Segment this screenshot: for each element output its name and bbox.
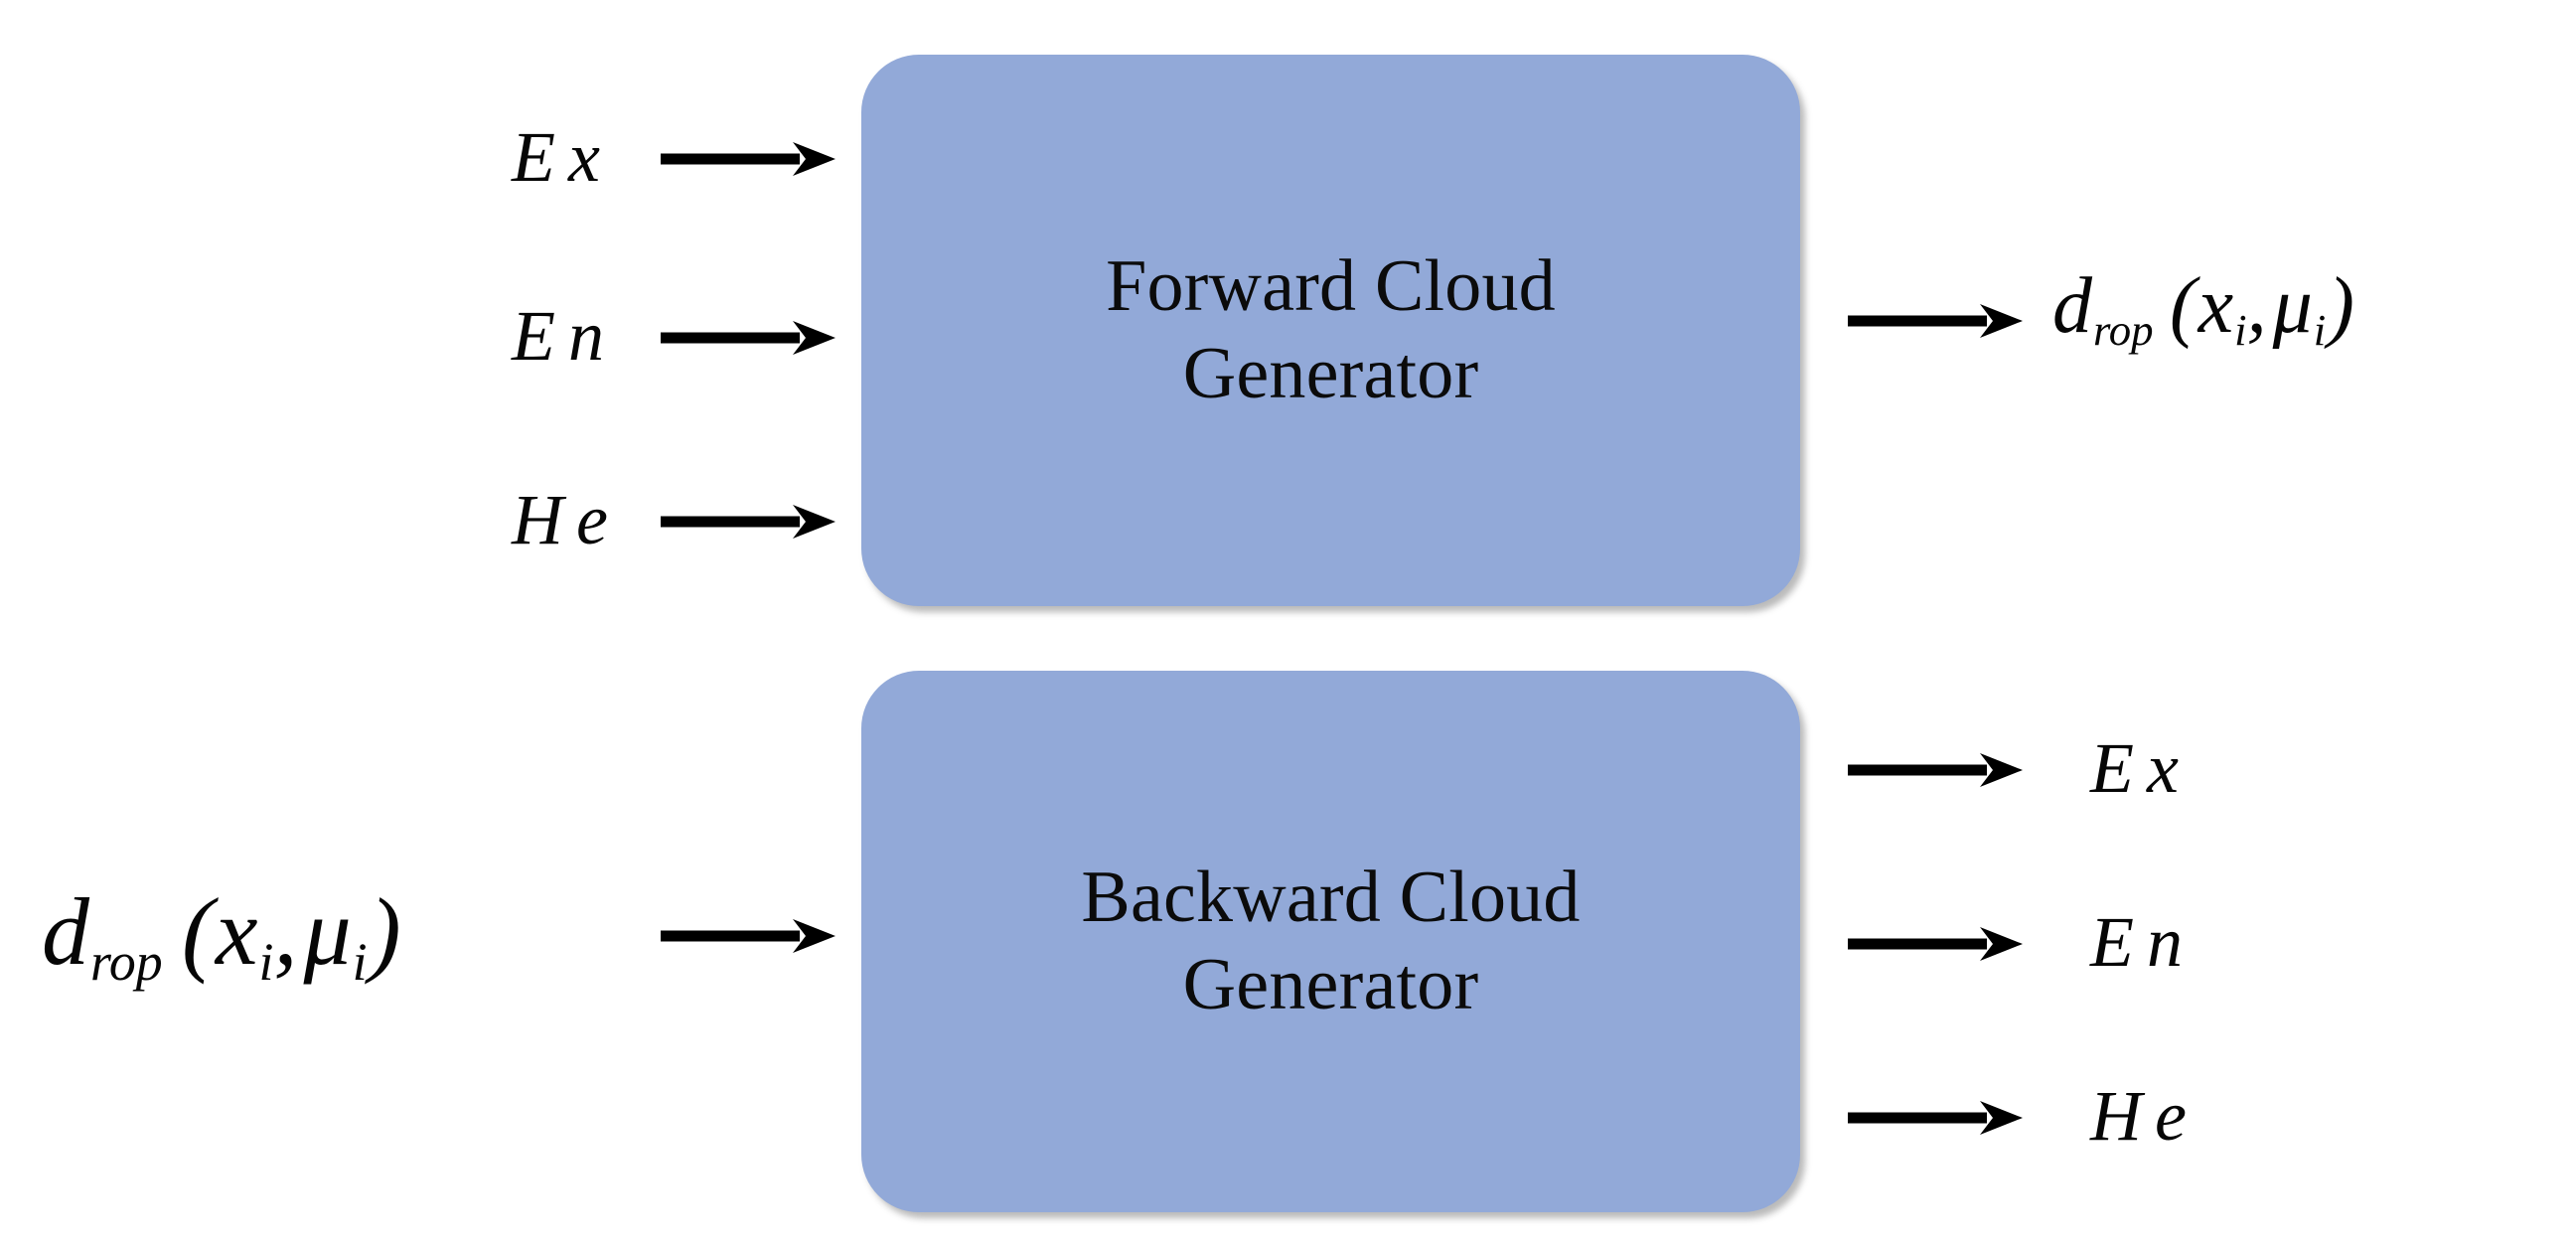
arrow-drop-out-icon <box>1848 301 2023 341</box>
forward-output-arg2: μ <box>2272 262 2313 350</box>
backward-cloud-generator-label: Backward Cloud Generator <box>1081 857 1581 1025</box>
forward-output-comma: , <box>2246 262 2267 350</box>
backward-output-ex-second: x <box>2146 728 2179 808</box>
backward-input-open-paren: ( <box>181 878 214 985</box>
forward-cloud-generator-box[interactable]: Forward Cloud Generator <box>861 55 1800 606</box>
arrow-en-in-icon <box>661 318 835 358</box>
backward-input-arg2: μ <box>303 878 352 985</box>
backward-input-arg2-sub: i <box>352 932 368 993</box>
forward-output-open-paren: ( <box>2169 262 2197 350</box>
backward-input-comma: , <box>273 878 298 985</box>
backward-input-arg1-sub: i <box>258 932 274 993</box>
backward-input-base: d <box>42 878 89 985</box>
forward-input-he-second: e <box>575 480 608 559</box>
forward-output-base: d <box>2052 262 2092 350</box>
backward-output-ex-base: E <box>2090 728 2134 808</box>
forward-input-ex-second: x <box>567 117 600 197</box>
backward-output-he-second: e <box>2154 1076 2187 1156</box>
backward-input-arg1: x <box>215 878 258 985</box>
forward-output-arg1-sub: i <box>2234 305 2247 356</box>
arrow-en-out-icon <box>1848 924 2023 964</box>
forward-output-arg2-sub: i <box>2313 305 2327 356</box>
arrow-ex-out-icon <box>1848 750 2023 790</box>
backward-input-close-paren: ) <box>369 878 401 985</box>
arrow-he-out-icon <box>1848 1098 2023 1138</box>
backward-output-he-base: H <box>2090 1076 2142 1156</box>
forward-output-close-paren: ) <box>2328 262 2354 350</box>
forward-input-he-base: H <box>512 480 563 559</box>
backward-output-en-second: n <box>2146 902 2183 982</box>
forward-input-ex-base: E <box>512 117 555 197</box>
forward-cloud-generator-label: Forward Cloud Generator <box>1106 245 1556 414</box>
forward-input-en-second: n <box>567 296 604 376</box>
backward-cloud-generator-box[interactable]: Backward Cloud Generator <box>861 671 1800 1212</box>
arrow-ex-in-icon <box>661 139 835 179</box>
arrow-drop-in-icon <box>661 916 835 956</box>
forward-input-en-base: E <box>512 296 555 376</box>
arrow-he-in-icon <box>661 502 835 542</box>
forward-output-subscript: rop <box>2093 305 2154 356</box>
backward-output-en-base: E <box>2090 902 2134 982</box>
backward-input-subscript: rop <box>90 932 163 993</box>
forward-output-arg1: x <box>2197 262 2234 350</box>
